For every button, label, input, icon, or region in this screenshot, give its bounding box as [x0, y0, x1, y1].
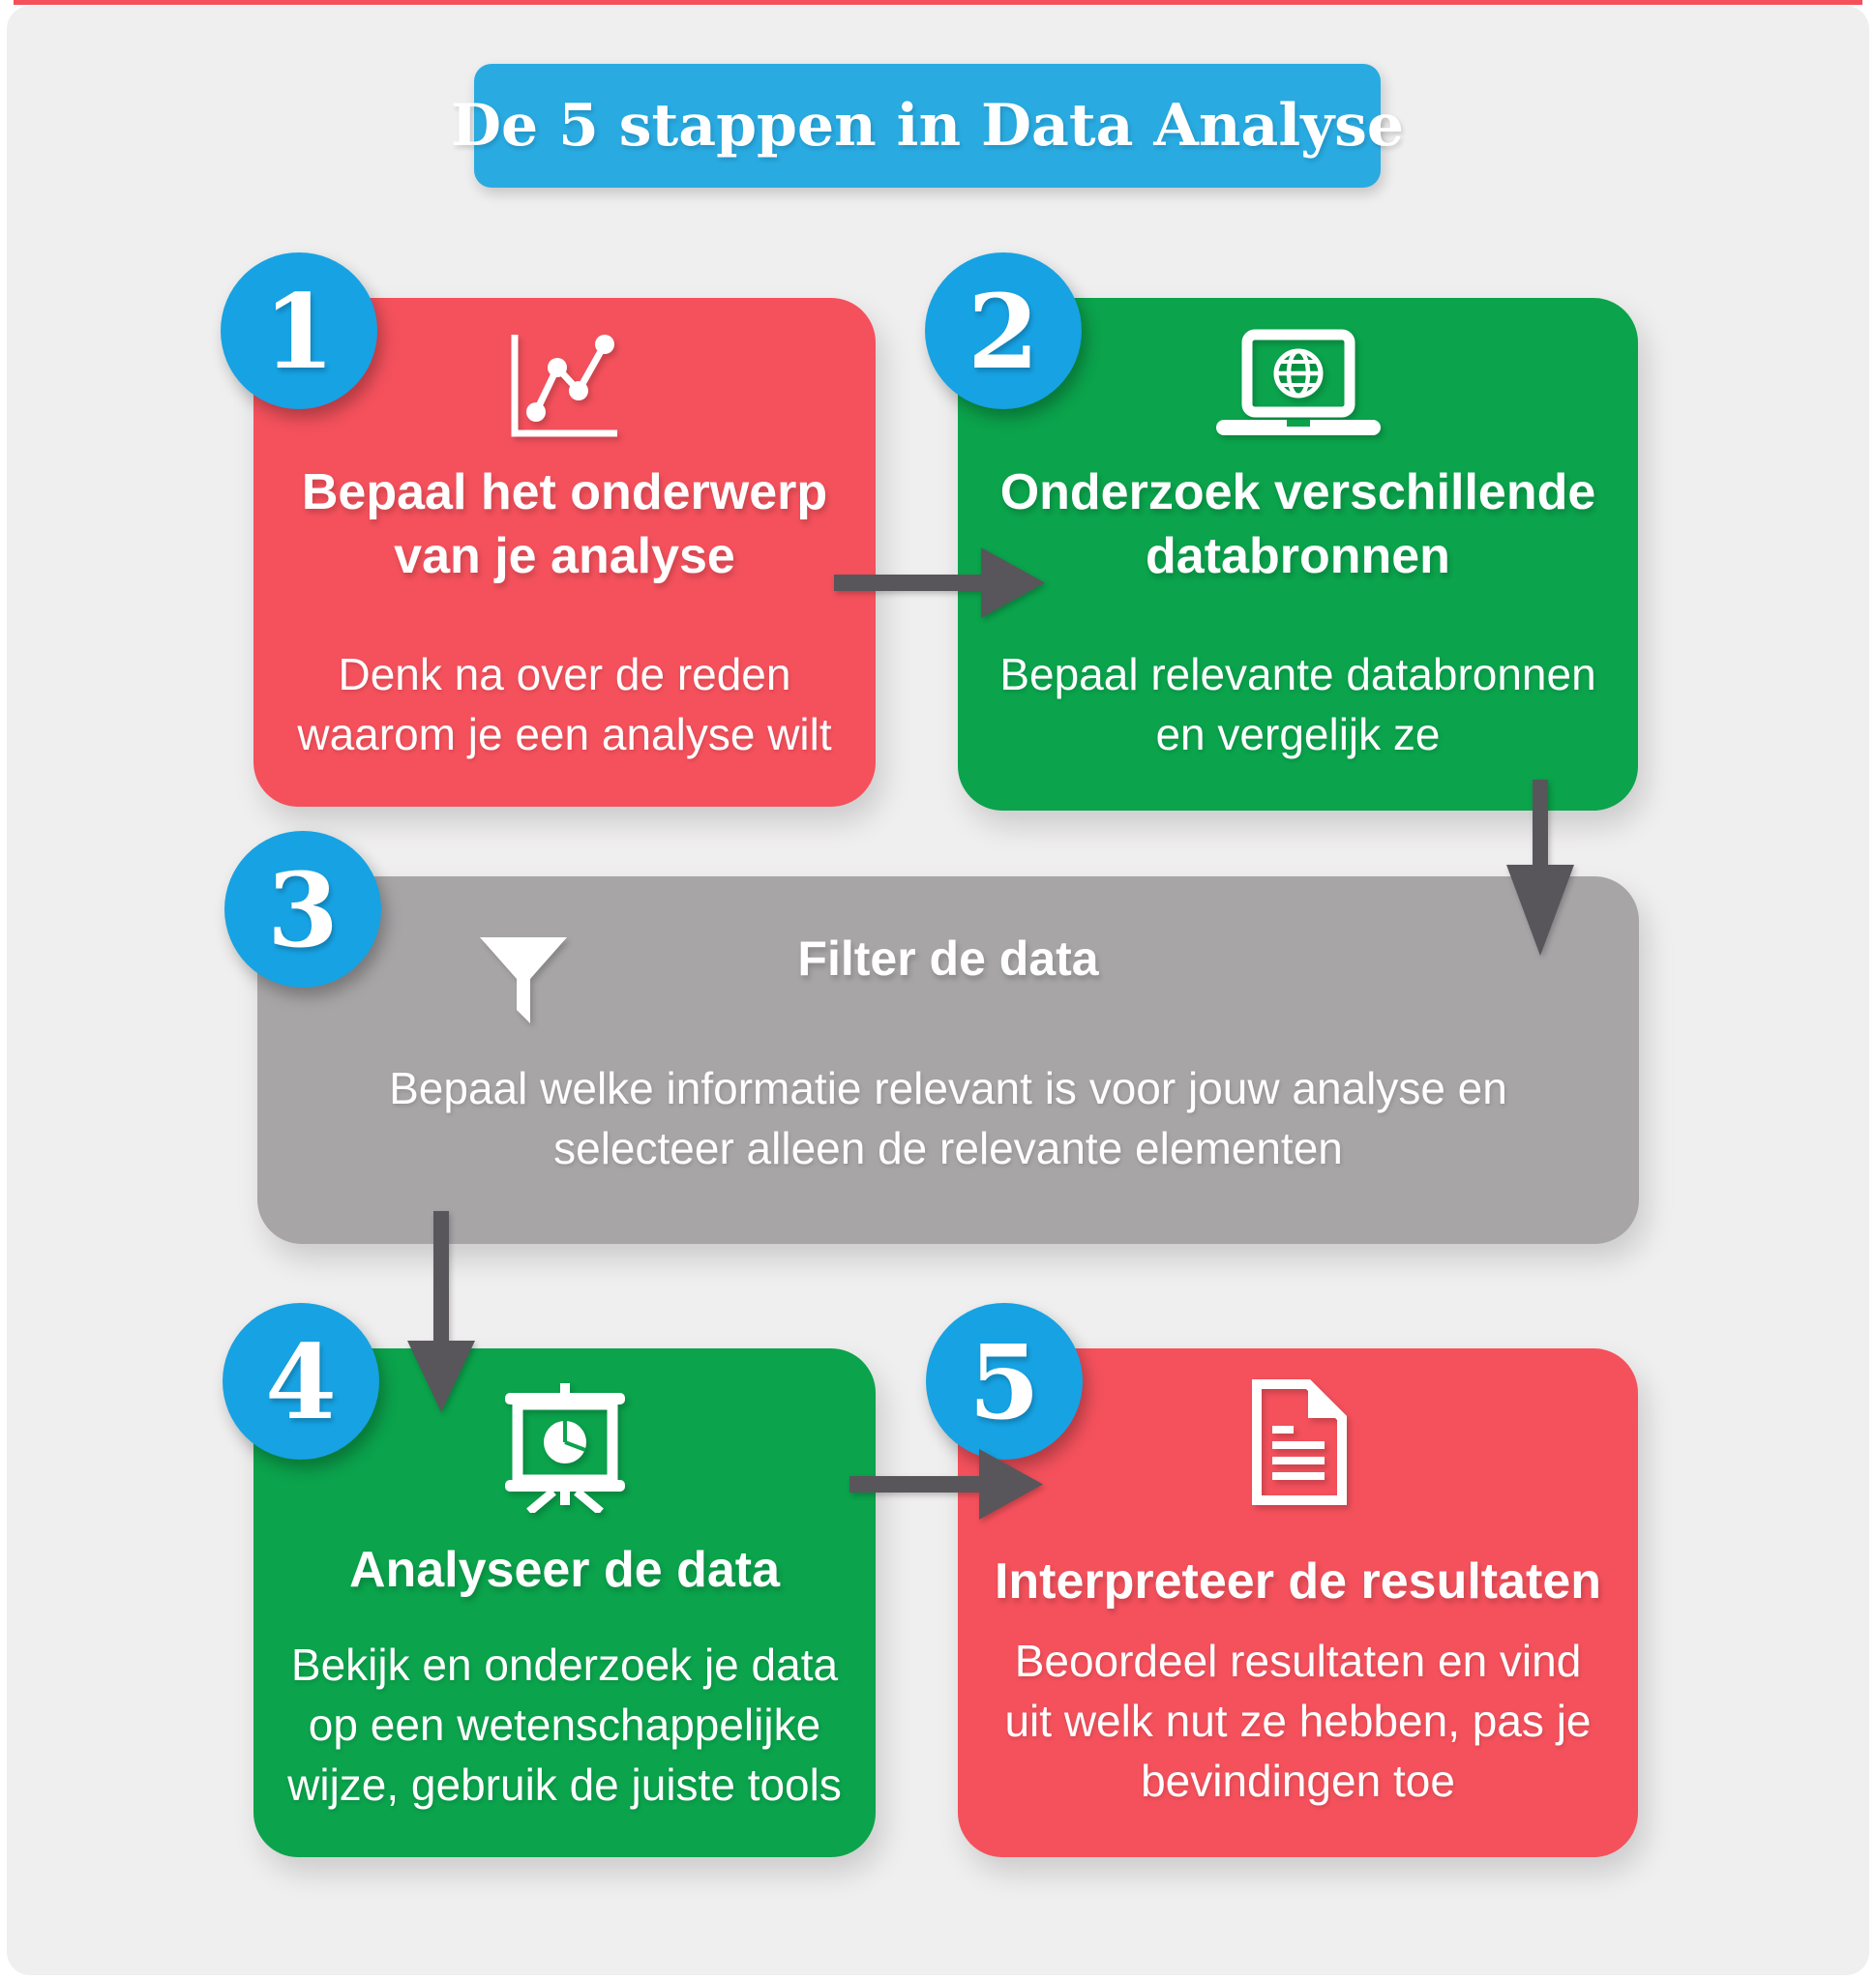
step-1-number-badge: 1: [221, 252, 377, 409]
step-2-description: Bepaal relevante databronnen en vergelij…: [999, 649, 1596, 759]
step-2-card: Onderzoek verschillende databronnen Bepa…: [958, 298, 1638, 811]
arrow-step4-to-step5-icon: [849, 1449, 1043, 1520]
step-4-description: Bekijk en onderzoek je data op een weten…: [287, 1640, 842, 1810]
step-4-number-badge: 4: [223, 1303, 379, 1460]
arrow-step2-to-step3-icon: [1506, 780, 1574, 956]
presentation-chart-icon: [504, 1383, 625, 1513]
step-2-title: Onderzoek verschillende databronnen: [999, 464, 1596, 584]
laptop-globe-icon: [1215, 329, 1381, 435]
step-3-number-badge: 3: [224, 831, 381, 988]
funnel-icon: [480, 937, 567, 1023]
line-chart-icon: [511, 335, 617, 437]
page-title: De 5 stappen in Data Analyse: [450, 92, 1405, 160]
step-3-card: Filter de data Bepaal welke informatie r…: [257, 876, 1639, 1244]
arrow-step3-to-step4-icon: [407, 1211, 475, 1412]
step-1-description: Denk na over de reden waarom je een anal…: [297, 649, 832, 759]
top-edge-strip: [14, 0, 1862, 5]
step-5-number-badge: 5: [926, 1303, 1083, 1460]
step-2-number-badge: 2: [925, 252, 1082, 409]
title-banner: De 5 stappen in Data Analyse: [451, 64, 1404, 188]
arrow-step1-to-step2-icon: [834, 547, 1045, 618]
step-5-description: Beoordeel resultaten en vind uit welk nu…: [1004, 1636, 1592, 1806]
step-3-description: Bepaal welke informatie relevant is voor…: [389, 1063, 1507, 1173]
step-4-title: Analyseer de data: [348, 1542, 781, 1598]
step-5-title: Interpreteer de resultaten: [994, 1553, 1602, 1610]
step-3-title: Filter de data: [797, 931, 1099, 986]
document-icon: [1251, 1379, 1347, 1505]
step-1-title: Bepaal het onderwerp van je analyse: [301, 464, 828, 584]
step-5-card: Interpreteer de resultaten Beoordeel res…: [958, 1348, 1638, 1857]
